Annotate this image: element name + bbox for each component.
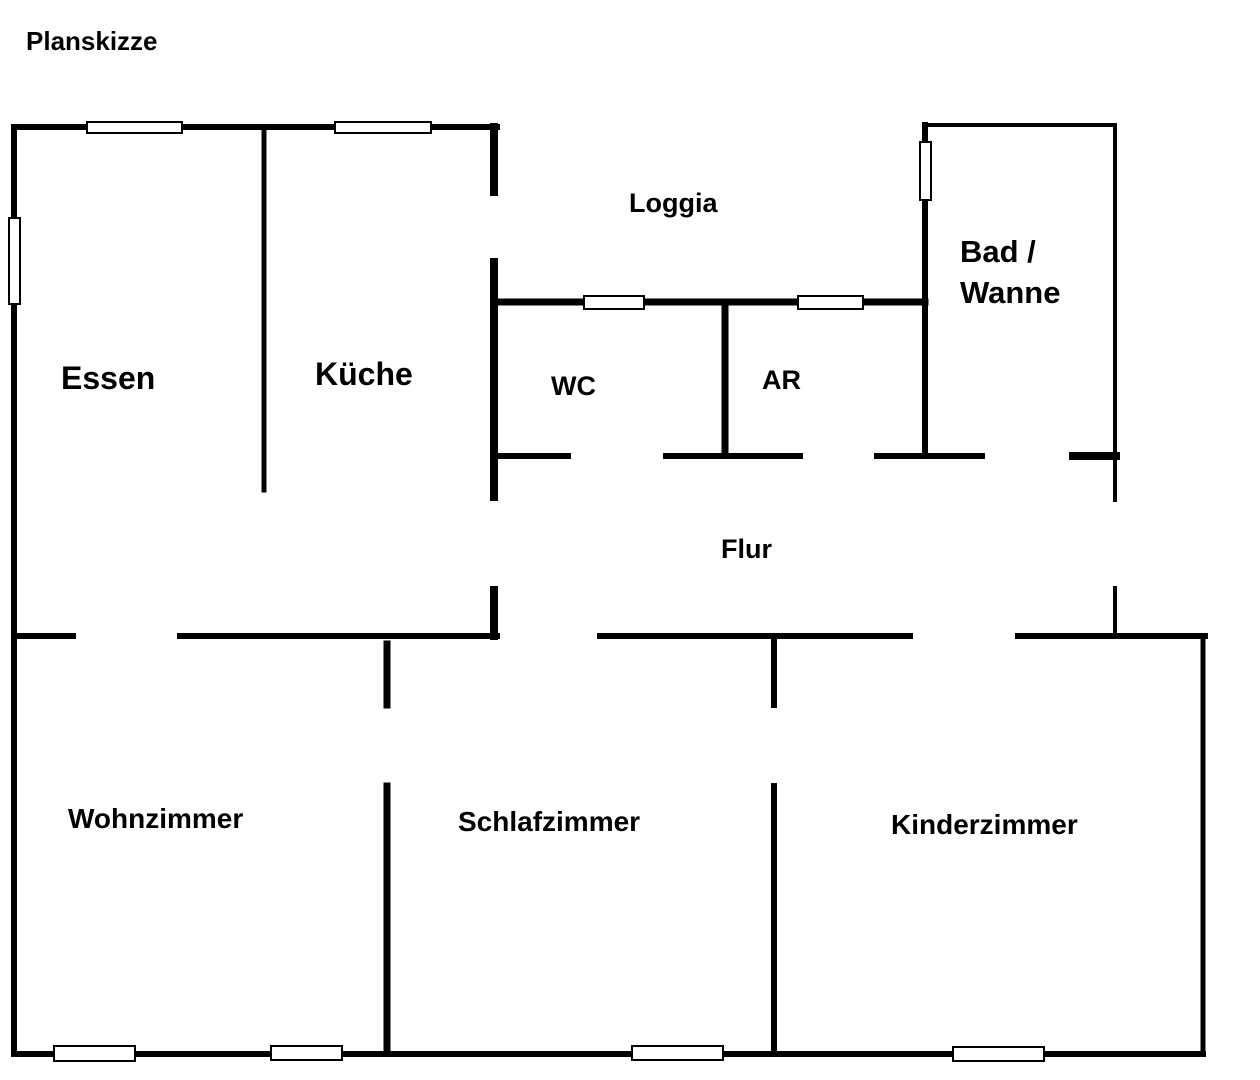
- room-label-wohnzimmer: Wohnzimmer: [68, 803, 243, 834]
- window-ar: [797, 295, 864, 310]
- room-labels: Essen Küche Loggia Bad / Wanne WC AR Flu…: [61, 188, 1078, 840]
- room-label-schlafzimmer: Schlafzimmer: [458, 806, 640, 837]
- window-schlafzimmer-bottom: [631, 1045, 724, 1061]
- room-label-ar: AR: [762, 365, 801, 395]
- room-label-kueche: Küche: [315, 356, 413, 392]
- window-bad-left: [919, 141, 932, 201]
- window-wohnzimmer-bottom-2: [270, 1045, 343, 1061]
- room-label-essen: Essen: [61, 360, 155, 396]
- window-wc: [583, 295, 645, 310]
- windows: [8, 121, 1045, 1062]
- room-label-bad-line1: Bad /: [960, 234, 1036, 269]
- window-wohnzimmer-bottom-1: [53, 1045, 136, 1062]
- room-label-flur: Flur: [721, 534, 772, 564]
- window-kueche-top: [334, 121, 432, 134]
- plan-title: Planskizze: [26, 26, 158, 56]
- walls: [11, 122, 1208, 1057]
- room-label-loggia: Loggia: [629, 188, 718, 218]
- window-essen-left: [8, 217, 21, 305]
- room-label-bad-line2: Wanne: [960, 275, 1060, 310]
- room-label-wc: WC: [551, 371, 596, 401]
- window-essen-top: [86, 121, 183, 134]
- room-label-kinderzimmer: Kinderzimmer: [891, 809, 1078, 840]
- window-kinderzimmer-bottom: [952, 1046, 1045, 1062]
